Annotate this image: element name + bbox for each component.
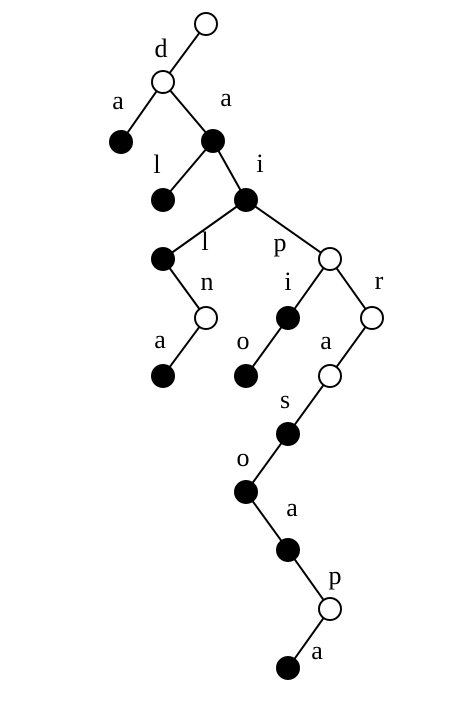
edge-root-d xyxy=(168,32,201,74)
edge-daipi-daipio xyxy=(251,326,283,368)
edge-label-daipi-daipio: o xyxy=(237,326,250,355)
edge-dairaso-dairasoa xyxy=(251,500,283,542)
edge-label-dairaso-dairasoa: a xyxy=(286,493,298,522)
edges-layer xyxy=(126,32,367,660)
edge-label-dail-dailn: n xyxy=(201,267,214,296)
edge-d-da xyxy=(126,90,158,134)
edge-labels-layer: d a a l i l p n a i o r a s o a p a xyxy=(112,34,383,665)
edge-label-daipr-daipra: a xyxy=(320,326,332,355)
filled-node-dairaso xyxy=(234,480,258,504)
edge-d-daa xyxy=(169,89,207,134)
edge-daip-daipi xyxy=(293,267,325,310)
edge-daipras-dairaso xyxy=(251,442,283,484)
edge-label-daip-daipr: r xyxy=(375,266,384,295)
open-node-daip xyxy=(318,247,342,271)
edge-daipr-daipra xyxy=(335,326,367,368)
edge-daipra-daipras xyxy=(293,384,325,426)
open-node-root xyxy=(194,12,218,36)
open-node-daipr xyxy=(360,306,384,330)
filled-node-daipi xyxy=(276,306,300,330)
open-node-dailn xyxy=(194,306,218,330)
edge-label-daipra-daipras: s xyxy=(280,385,290,414)
filled-node-dail xyxy=(151,247,175,271)
filled-node-dailna xyxy=(151,364,175,388)
edge-label-dai-daip: p xyxy=(274,228,287,257)
edge-label-daipras-dairaso: o xyxy=(237,443,250,472)
edge-label-d-da: a xyxy=(112,86,124,115)
edge-label-daip-daipi: i xyxy=(284,267,291,296)
edge-dail-dailn xyxy=(168,267,201,310)
filled-node-dairasoa xyxy=(276,538,300,562)
edge-label-dai-dail: l xyxy=(201,227,208,256)
edge-label-dairasoa-dairasoap: p xyxy=(329,561,342,590)
filled-node-daipras xyxy=(276,422,300,446)
nodes-layer xyxy=(109,12,384,680)
open-node-dairasoap xyxy=(318,597,342,621)
edge-dailn-dailna xyxy=(168,326,201,368)
edge-daa-dai xyxy=(217,150,242,191)
edge-label-daa-dal: l xyxy=(153,150,160,179)
edge-label-root-d: d xyxy=(155,34,168,63)
edge-label-dairasoap-dairasoapa: a xyxy=(311,636,323,665)
edge-dairasoap-dairasoapa xyxy=(293,617,325,660)
edge-dairasoa-dairasoap xyxy=(293,558,325,601)
filled-node-dairasoapa xyxy=(276,656,300,680)
edge-daa-dal xyxy=(169,148,207,193)
edge-label-daa-dai: i xyxy=(256,149,263,178)
edge-dai-dail xyxy=(171,205,238,254)
filled-node-dal xyxy=(151,188,175,212)
edge-dai-daip xyxy=(254,205,322,254)
edge-daip-daipr xyxy=(335,267,367,310)
edge-label-d-daa: a xyxy=(220,83,232,112)
filled-node-daa xyxy=(201,129,225,153)
filled-node-da xyxy=(109,130,133,154)
open-node-daipra xyxy=(318,364,342,388)
open-node-d xyxy=(151,70,175,94)
filled-node-dai xyxy=(234,188,258,212)
filled-node-daipio xyxy=(234,364,258,388)
edge-label-dailn-dailna: a xyxy=(154,325,166,354)
